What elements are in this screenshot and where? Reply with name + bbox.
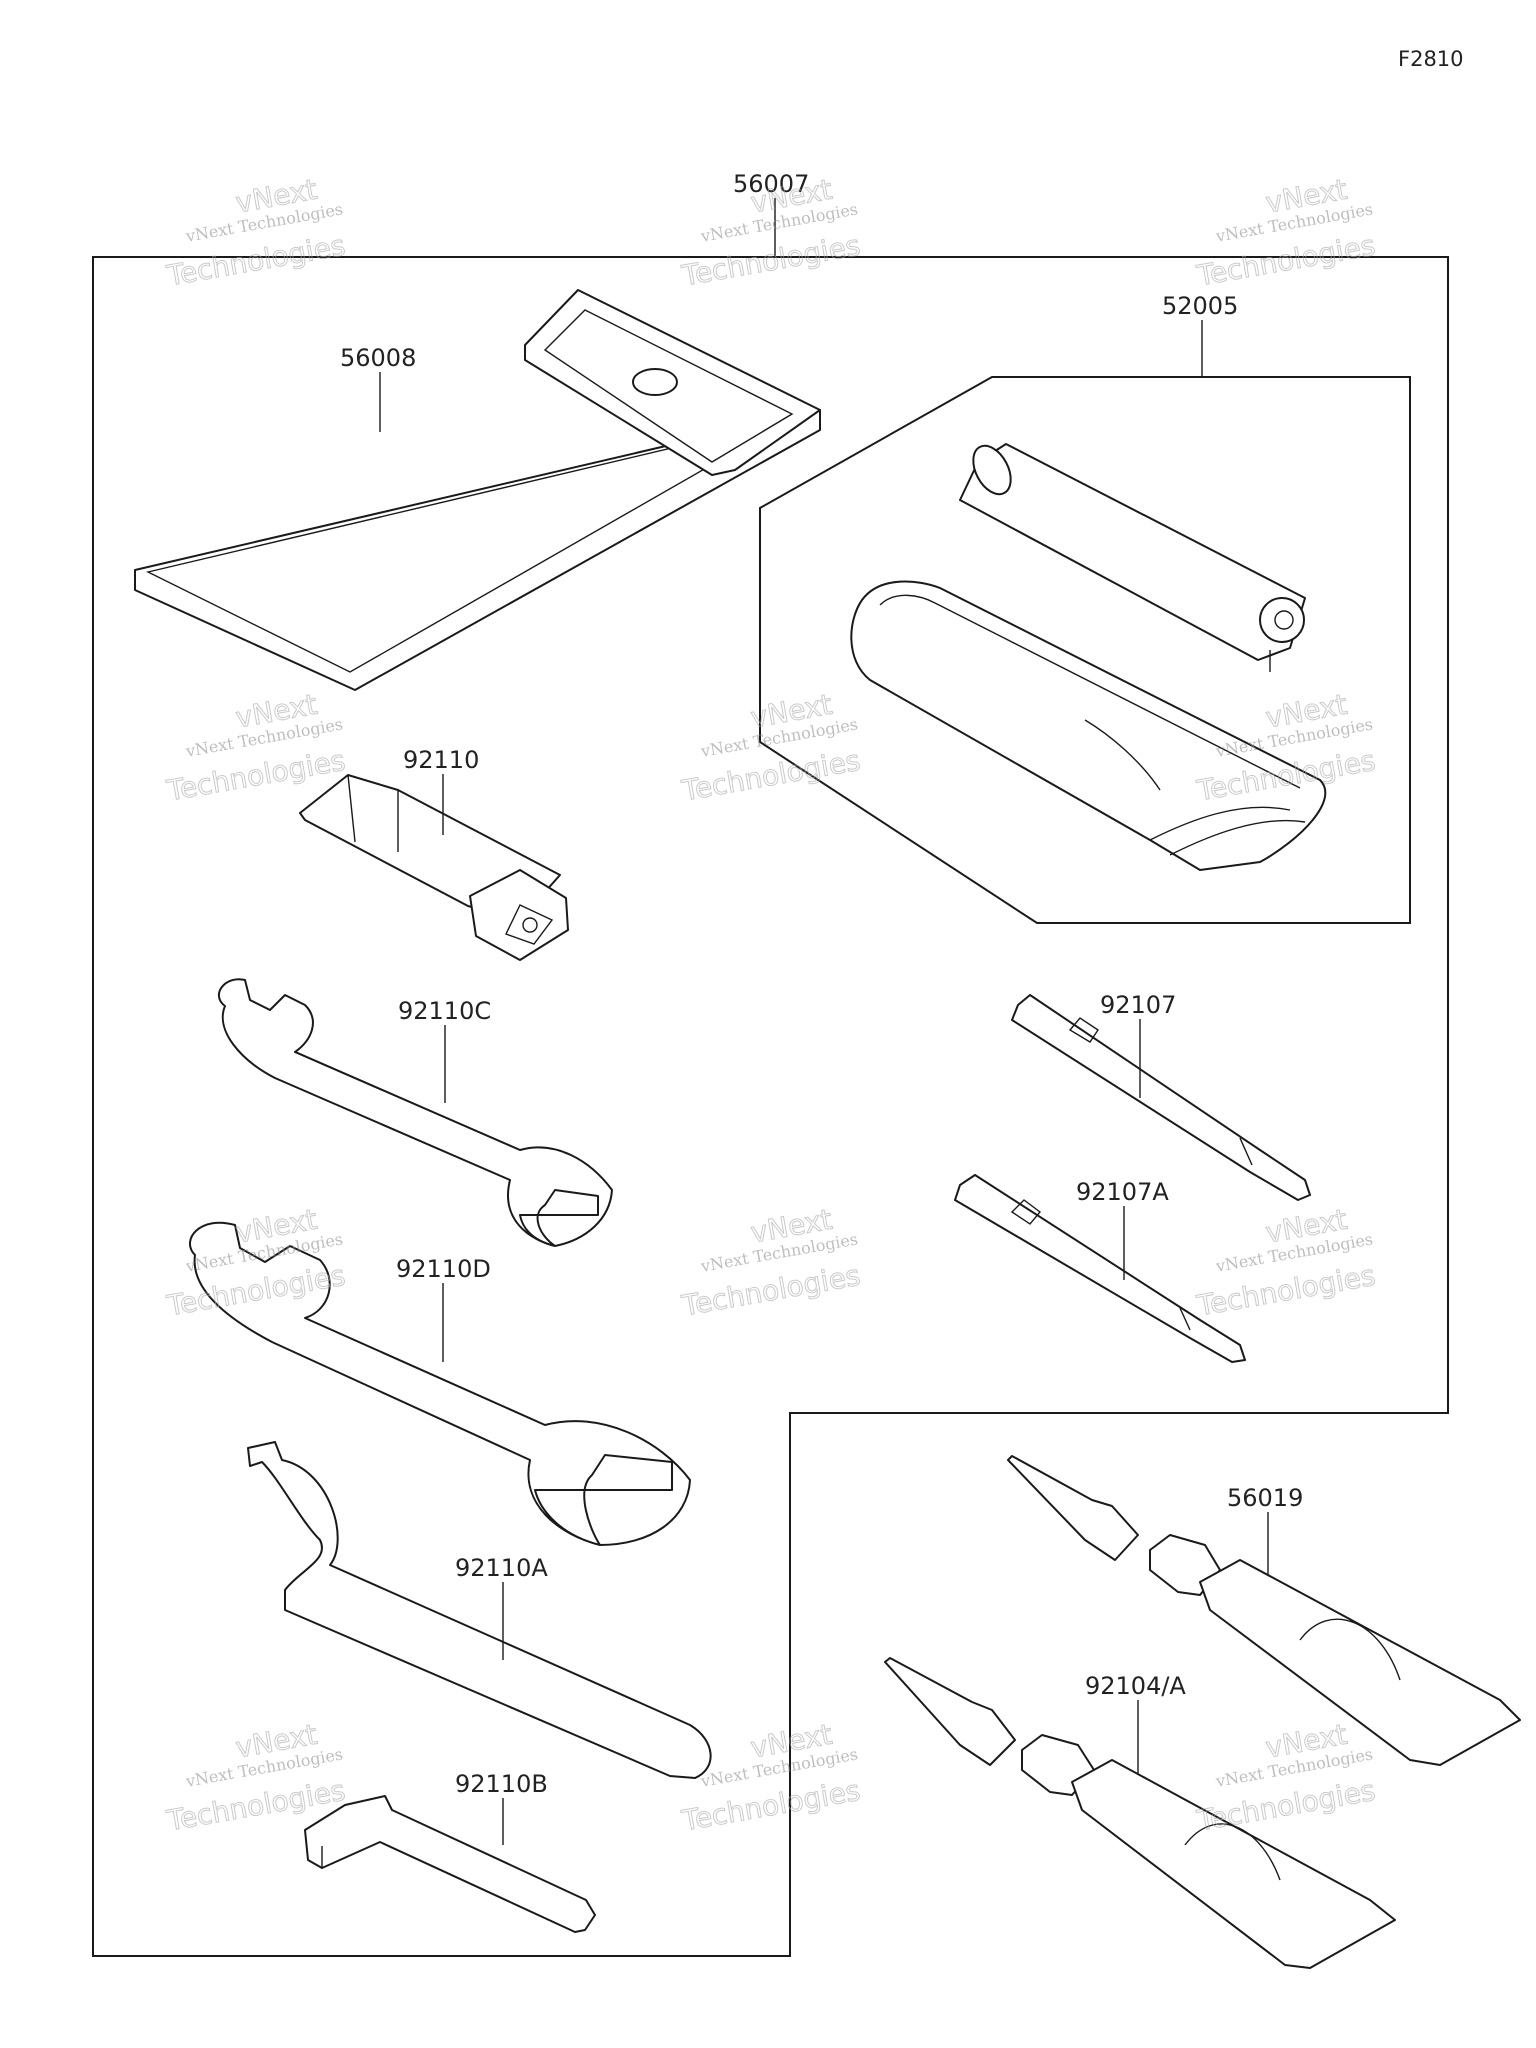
wrench-c-drawing <box>218 978 613 1247</box>
hook-wrench-drawing <box>247 1441 712 1779</box>
watermark: vNext vNext Technologies Technologies <box>163 172 348 293</box>
wrench-d-drawing <box>189 1221 691 1546</box>
watermark: vNext vNext Technologies Technologies <box>678 1202 863 1323</box>
label-56019: 56019 <box>1227 1484 1303 1512</box>
watermark: vNext vNext Technologies Technologies <box>678 687 863 808</box>
watermark: vNext vNext Technologies Technologies <box>1193 172 1378 293</box>
watermark: vNext vNext Technologies Technologies <box>163 687 348 808</box>
label-92110C: 92110C <box>398 997 491 1025</box>
tube-1-drawing <box>1007 1455 1521 1766</box>
label-52005: 52005 <box>1162 292 1238 320</box>
label-56008: 56008 <box>340 344 416 372</box>
label-92110: 92110 <box>403 746 479 774</box>
tire-kit-drawing <box>850 443 1327 871</box>
watermark: vNext vNext Technologies Technologies <box>1193 1717 1378 1838</box>
label-56007: 56007 <box>733 170 809 198</box>
label-92110A: 92110A <box>455 1554 548 1582</box>
screwdriver-a-drawing <box>954 1174 1246 1363</box>
tube-2-drawing <box>884 1657 1396 1969</box>
watermark: vNext vNext Technologies Technologies <box>678 1717 863 1838</box>
plug-wrench-drawing <box>299 774 569 961</box>
label-92107: 92107 <box>1100 991 1176 1019</box>
label-92107A: 92107A <box>1076 1178 1169 1206</box>
tire-kit-boundary <box>759 376 1411 924</box>
label-92110D: 92110D <box>396 1255 491 1283</box>
watermark: vNext vNext Technologies Technologies <box>1193 687 1378 808</box>
watermark: vNext vNext Technologies Technologies <box>678 172 863 293</box>
label-92104A: 92104/A <box>1085 1672 1186 1700</box>
label-92110B: 92110B <box>455 1770 548 1798</box>
kit-boundary <box>92 256 1449 1957</box>
pouch-drawing <box>134 289 821 691</box>
watermark: vNext vNext Technologies Technologies <box>1193 1202 1378 1323</box>
screwdriver-drawing <box>1011 994 1311 1201</box>
hex-wrench-drawing <box>304 1795 596 1933</box>
figure-code: F2810 <box>1398 47 1464 71</box>
